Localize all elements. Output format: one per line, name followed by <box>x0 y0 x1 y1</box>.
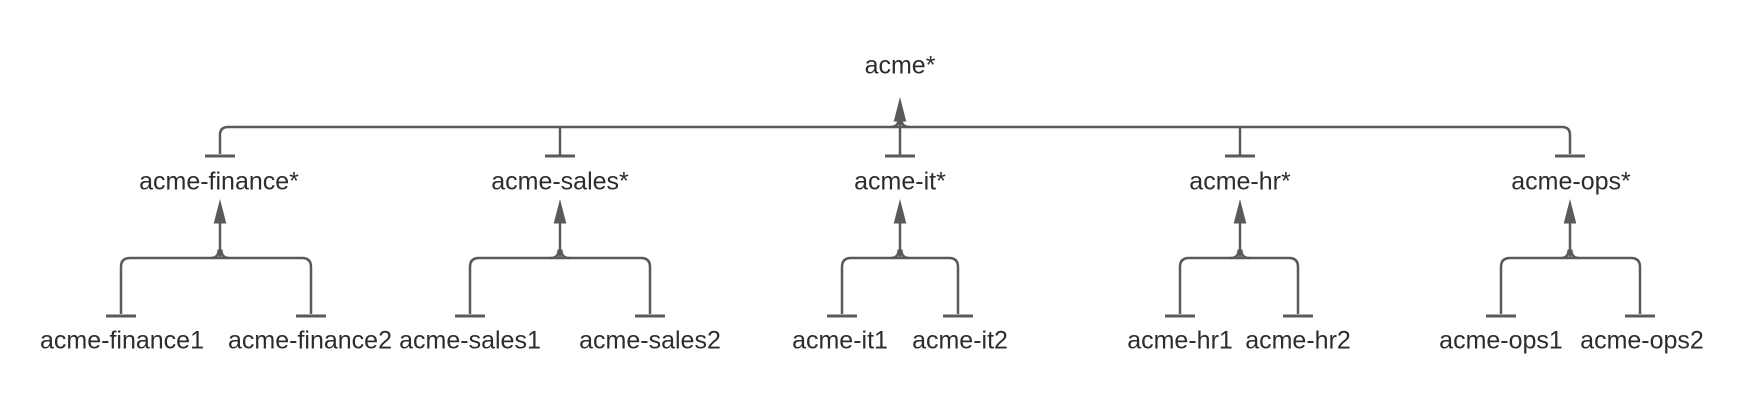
node-acme-finance1: acme-finance1 <box>40 326 204 355</box>
finance-arrowhead-icon <box>213 199 227 224</box>
node-acme-root: acme* <box>864 51 936 80</box>
it-bracket-line <box>840 256 960 314</box>
edge-group-it <box>827 199 973 318</box>
node-acme-ops1: acme-ops1 <box>1439 326 1563 355</box>
ops-arrowhead-icon <box>1563 199 1577 224</box>
node-acme-ops2: acme-ops2 <box>1580 326 1704 355</box>
node-acme-hr2: acme-hr2 <box>1245 326 1351 355</box>
hr-arrow-shaft <box>1230 222 1250 260</box>
node-acme-finance2: acme-finance2 <box>228 326 392 355</box>
node-acme-it1: acme-it1 <box>792 326 888 355</box>
node-acme-hr-wildcard: acme-hr* <box>1189 167 1291 196</box>
root-rail-line <box>218 125 1572 155</box>
node-acme-it-wildcard: acme-it* <box>854 167 946 196</box>
edge-group-hr <box>1165 199 1313 318</box>
edge-group-ops <box>1486 199 1655 318</box>
sales-arrow-shaft <box>550 222 570 260</box>
node-acme-ops-wildcard: acme-ops* <box>1511 167 1631 196</box>
node-acme-sales1: acme-sales1 <box>399 326 541 355</box>
edge-group-root <box>205 97 1585 158</box>
node-acme-sales2: acme-sales2 <box>579 326 721 355</box>
node-acme-it2: acme-it2 <box>912 326 1008 355</box>
finance-bracket-line <box>119 256 313 314</box>
hr-bracket-line <box>1178 256 1300 314</box>
it-arrowhead-icon <box>893 199 907 224</box>
node-acme-hr1: acme-hr1 <box>1127 326 1233 355</box>
edge-group-finance <box>106 199 326 318</box>
ops-arrow-shaft <box>1560 222 1580 260</box>
node-acme-finance-wildcard: acme-finance* <box>139 167 299 196</box>
node-acme-sales-wildcard: acme-sales* <box>491 167 629 196</box>
finance-arrow-shaft <box>210 222 230 260</box>
ops-bracket-line <box>1499 256 1642 314</box>
edge-group-sales <box>455 199 665 318</box>
sales-bracket-line <box>468 256 652 314</box>
root-arrowhead-icon <box>893 97 907 122</box>
it-arrow-shaft <box>890 222 910 260</box>
hr-arrowhead-icon <box>1233 199 1247 224</box>
sales-arrowhead-icon <box>553 199 567 224</box>
